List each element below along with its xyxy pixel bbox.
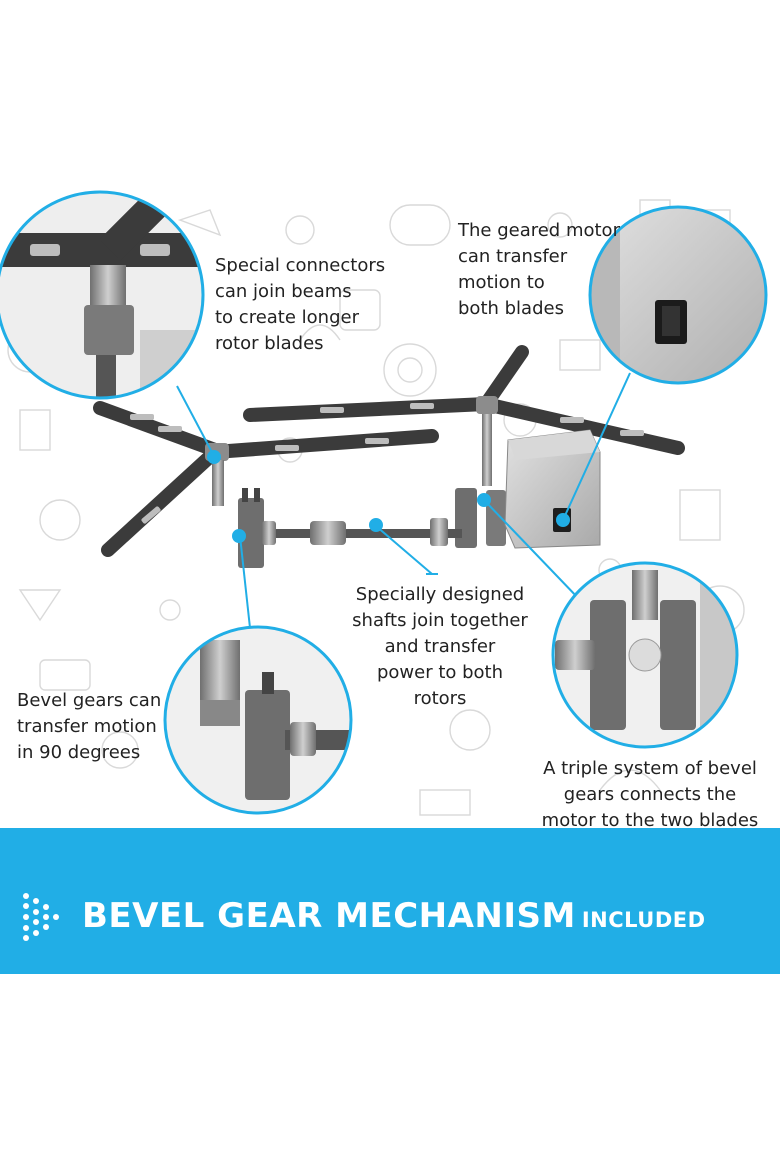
callout-line: Special connectors [215,255,386,276]
zoom-circle-connectors [0,190,205,400]
callout-line: can join beams [215,281,352,302]
arrow-dots-icon [23,893,59,941]
callout-line: motor to the two blades [541,810,759,831]
callout-line: power to both [376,662,504,683]
left-rotor [93,401,439,568]
feature-banner [0,828,780,974]
right-rotor [243,345,685,548]
rotor-mechanism-illustration [0,190,768,815]
callout-line: motion to [458,272,545,293]
callout-line: transfer motion [17,716,157,737]
callout-line: Bevel gears can [17,690,162,711]
motor-box [504,429,601,549]
zoom-circle-bevel-gears [163,625,353,815]
callout-line: in 90 degrees [17,742,141,763]
callout-line: The geared motor [458,220,620,241]
callout-motor: The geared motor can transfer motion to … [458,218,620,322]
callout-line: can transfer [458,246,568,267]
callout-connector-lines [176,372,631,629]
callout-triple-system: A triple system of bevel gears connects … [530,756,770,834]
callout-line: rotor blades [215,333,324,354]
callout-line: Specially designed [355,584,525,605]
callout-line: and transfer [384,636,496,657]
callout-line: both blades [458,298,564,319]
callout-bevel-gears: Bevel gears can transfer motion in 90 de… [17,688,161,766]
connecting-shaft [262,518,462,546]
callout-line: shafts join together [352,610,528,631]
callout-shafts: Specially designed shafts join together … [340,582,540,712]
callout-line: rotors [413,688,467,709]
banner-title-main: BEVEL GEAR MECHANISM [82,896,576,936]
zoom-circle-motor [588,205,768,385]
callout-line: gears connects the [563,784,737,805]
zoom-circle-triple-bevel [551,561,739,749]
callout-line: A triple system of bevel [543,758,757,779]
callout-connectors: Special connectors can join beams to cre… [215,253,385,357]
callout-line: to create longer [215,307,359,328]
banner-title-suffix: INCLUDED [581,908,706,932]
